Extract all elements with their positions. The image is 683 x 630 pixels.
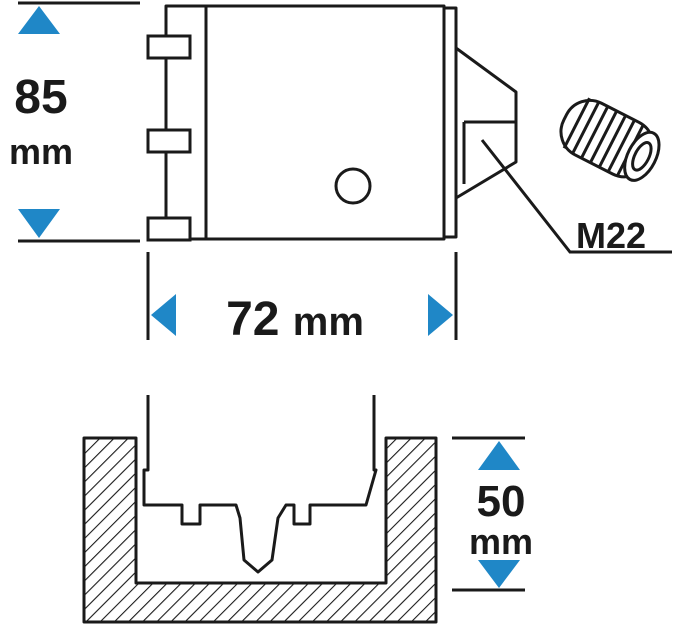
height-value: 85	[14, 71, 68, 124]
tool-body	[164, 4, 518, 241]
height-arrow-up-icon	[18, 6, 60, 34]
height-arrow-down-icon	[18, 209, 60, 238]
section-walls	[82, 436, 438, 624]
height-unit: mm	[8, 131, 74, 172]
width-dimension-lines	[146, 252, 458, 340]
width-value: 72	[226, 293, 280, 346]
width-label: 72 mm	[180, 296, 410, 344]
depth-arrow-down-icon	[478, 560, 520, 588]
flange-tabs	[146, 34, 192, 242]
width-arrow-right-icon	[428, 294, 453, 336]
depth-dimension-lines	[452, 436, 525, 592]
width-unit: mm	[292, 300, 364, 344]
body-hole	[334, 167, 372, 205]
thread-leader-line	[480, 139, 672, 254]
depth-arrow-up-icon	[478, 441, 520, 470]
depth-unit: mm	[468, 521, 534, 562]
depth-value: 50	[476, 477, 526, 526]
thread-size-label: M22	[576, 215, 647, 256]
height-dimension-lines	[18, 1, 140, 243]
tool-profile	[142, 395, 378, 574]
width-arrow-left-icon	[151, 294, 176, 336]
threaded-insert	[559, 97, 661, 182]
